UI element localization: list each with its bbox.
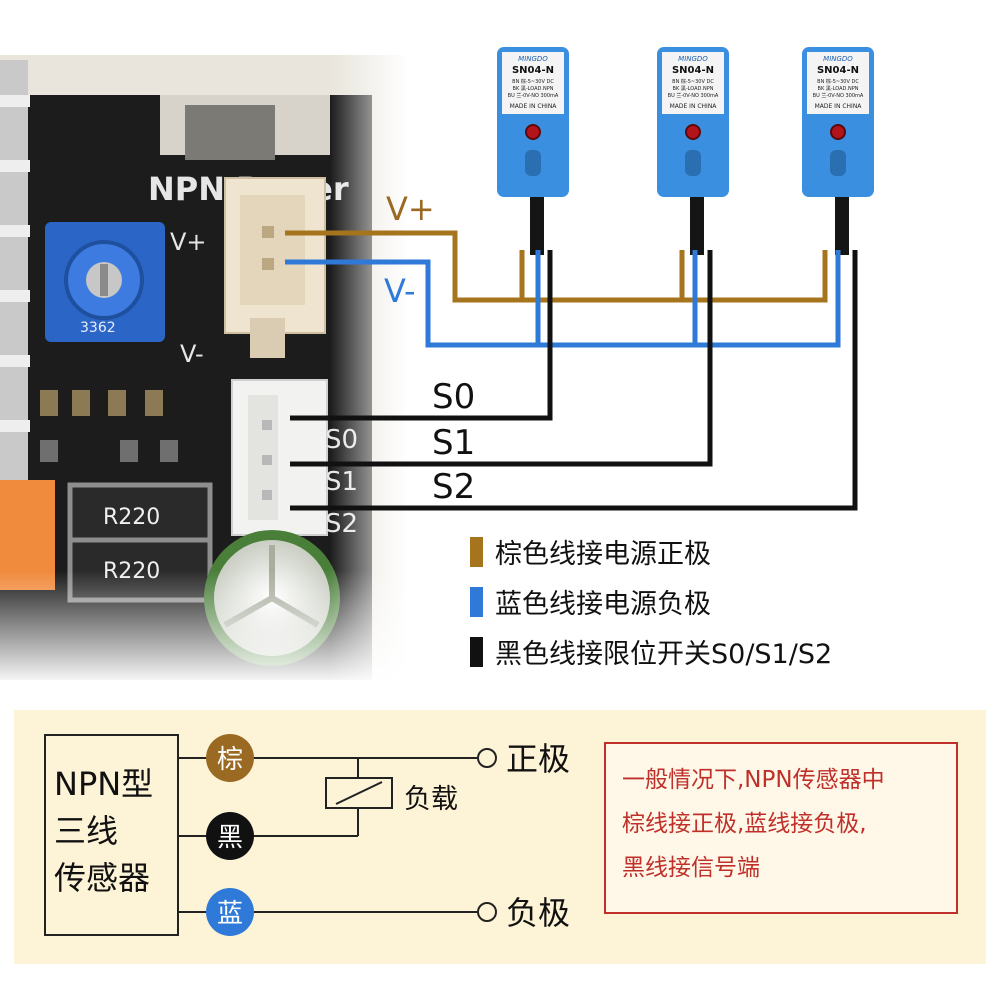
npn-sensor-box [44, 734, 179, 936]
load-label: 负载 [404, 784, 458, 815]
sensor-origin: MADE IN CHINA [510, 103, 558, 110]
smd-components [40, 390, 178, 462]
resistor-1: R220 [67, 482, 213, 548]
sensor-origin: MADE IN CHINA [815, 103, 863, 110]
note-line-2: 棕线接正极,蓝线接负极, [622, 811, 867, 837]
brown-swatch [470, 536, 483, 567]
s2-wire [290, 250, 858, 511]
resistor-1-label: R220 [103, 505, 160, 530]
sensor-spec-line: BU 兰-0V-NO 300mA [813, 92, 864, 99]
legend-blue-text: 蓝色线接电源负极 [495, 589, 711, 620]
legend-item-black: 黑色线接限位开关S0/S1/S2 [470, 632, 832, 671]
board-vminus-label: V- [180, 340, 204, 368]
sensor-brand: MINGDO [678, 55, 708, 63]
legend-item-blue: 蓝色线接电源负极 [470, 582, 711, 621]
sensor-spec-line: BK 黑-LOAD.NPN [673, 86, 714, 92]
vminus-wire-label: V- [384, 272, 416, 310]
blue-swatch [470, 586, 483, 617]
s0-wire-label: S0 [432, 377, 475, 417]
sensor-cable [530, 195, 544, 255]
legend-black-text: 黑色线接限位开关S0/S1/S2 [495, 639, 833, 670]
s2-wire-label: S2 [432, 467, 475, 507]
sensor-model: SN04-N [672, 65, 714, 76]
negative-label: 负极 [506, 894, 570, 932]
pot-label: 3362 [80, 320, 116, 336]
sensor-label-plate [502, 52, 564, 114]
sensor-box-line-1: NPN型 [54, 765, 153, 803]
vplus-wire-label: V+ [386, 190, 435, 228]
blue-wire-badge [206, 888, 254, 936]
note-line-3: 黑线接信号端 [622, 855, 760, 881]
potentiometer: 3362 [45, 222, 165, 342]
legend-brown-text: 棕色线接电源正极 [495, 539, 711, 570]
sensor-box-line-3: 传感器 [54, 859, 150, 897]
brown-wire-badge-label: 棕 [217, 745, 243, 775]
wiring: V+ V- S0 S1 S2 [285, 190, 858, 511]
sensor-origin: MADE IN CHINA [670, 103, 718, 110]
sensor-cable [690, 195, 704, 255]
note-line-1: 一般情况下,NPN传感器中 [622, 767, 885, 793]
sensor-spec-line: BN 棕-5~30V DC [817, 78, 859, 85]
black-wire-badge [206, 812, 254, 860]
sensor-model: SN04-N [817, 65, 859, 76]
positive-label: 正极 [506, 740, 570, 778]
heatsink [0, 60, 30, 540]
sensor-box-line-2: 三线 [54, 812, 118, 850]
sensor-cable [835, 195, 849, 255]
negative-terminal [477, 902, 497, 922]
sensor-brand: MINGDO [823, 55, 853, 63]
controller-board: NPN Power 3362 V+ V- S0 S1 [0, 55, 410, 685]
vplus-wire [285, 230, 828, 303]
positive-terminal [477, 748, 497, 768]
blue-wire-badge-label: 蓝 [217, 899, 243, 929]
wiring-note: 一般情况下,NPN传感器中 棕线接正极,蓝线接负极, 黑线接信号端 [604, 742, 958, 914]
signal-connector [231, 379, 328, 536]
sensor-led-icon [830, 124, 846, 140]
brown-wire-badge [206, 734, 254, 782]
black-swatch [470, 636, 483, 667]
sensor-spec-line: BN 棕-5~30V DC [672, 78, 714, 85]
sensor-spec-line: BN 棕-5~30V DC [512, 78, 554, 85]
power-connector [224, 177, 326, 358]
sensor-label-plate [662, 52, 724, 114]
sensor-spec-line: BK 黑-LOAD.NPN [513, 86, 554, 92]
s1-wire-label: S1 [432, 423, 475, 463]
sensor-spec-line: BU 兰-0V-NO 300mA [508, 92, 559, 99]
sensor-led-icon [525, 124, 541, 140]
s0-wire [290, 250, 553, 421]
sensor-slot [525, 150, 541, 176]
s1-wire [290, 250, 713, 467]
board-vplus-label: V+ [170, 228, 207, 256]
sensor-slot [685, 150, 701, 176]
sensor-label-plate [807, 52, 869, 114]
sensor-led-icon [685, 124, 701, 140]
black-wire-badge-label: 黑 [217, 823, 243, 853]
legend-item-brown: 棕色线接电源正极 [470, 532, 711, 571]
sensor-model: SN04-N [512, 65, 554, 76]
vminus-wire [285, 250, 841, 348]
sensor-spec-line: BU 兰-0V-NO 300mA [668, 92, 719, 99]
sensor-spec-line: BK 黑-LOAD.NPN [818, 86, 859, 92]
sensor-brand: MINGDO [518, 55, 548, 63]
sensor-slot [830, 150, 846, 176]
